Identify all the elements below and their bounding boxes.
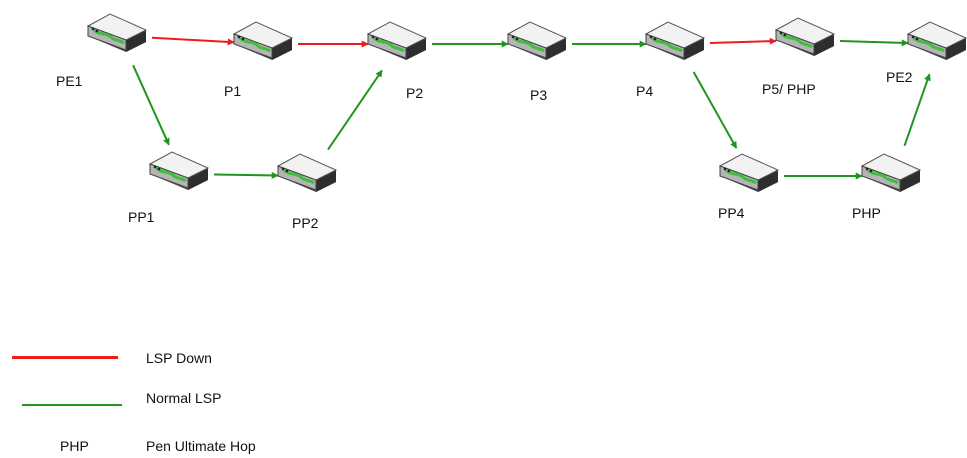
node-label: P3 (530, 87, 547, 103)
node-label: P2 (406, 85, 423, 101)
legend-lsp-down-line (12, 356, 118, 359)
link-p4-to-p5 (709, 37, 777, 45)
router-node-pp2: PP2 (276, 152, 338, 231)
router-node-pp1: PP1 (128, 150, 210, 225)
link-p4-to-pp4 (692, 71, 738, 149)
link-php-to-pe2 (903, 73, 931, 147)
router-icon (148, 150, 210, 192)
router-node-p2: P2 (366, 20, 428, 101)
router-node-p1: P1 (224, 20, 294, 99)
legend-normal-lsp-line (22, 404, 122, 406)
link-pp1-to-pp2 (213, 171, 279, 179)
node-label: PHP (852, 205, 881, 221)
link-pp2-to-p2 (327, 69, 383, 151)
router-icon (366, 20, 428, 62)
router-icon (774, 16, 836, 58)
router-node-p3: P3 (506, 20, 568, 103)
node-label: PP2 (292, 215, 319, 231)
link-pe1-to-p1 (151, 36, 235, 46)
legend-php-meaning: Pen Ultimate Hop (146, 438, 256, 454)
router-icon (906, 20, 967, 62)
router-icon (86, 12, 148, 54)
router-node-p4: P4 (636, 20, 706, 99)
node-label: P4 (636, 83, 653, 99)
router-icon (860, 152, 922, 194)
router-node-php: PHP (852, 152, 922, 221)
router-icon (644, 20, 706, 62)
node-label: PE1 (56, 73, 83, 89)
router-icon (718, 152, 780, 194)
legend-php-abbr: PHP (60, 438, 89, 454)
link-p5-to-pe2 (839, 39, 909, 47)
node-label: P1 (224, 83, 241, 99)
router-icon (506, 20, 568, 62)
node-label: P5/ PHP (762, 81, 816, 97)
router-node-pp4: PP4 (718, 152, 780, 221)
router-node-p5-php: P5/ PHP (762, 16, 836, 97)
router-node-pe1: PE1 (56, 12, 148, 89)
link-pe1-to-pp1 (132, 64, 170, 146)
legend-normal-lsp-label: Normal LSP (146, 390, 222, 406)
node-label: PE2 (886, 69, 913, 85)
links-layer (132, 36, 931, 180)
router-icon (276, 152, 338, 194)
node-label: PP4 (718, 205, 745, 221)
router-icon (232, 20, 294, 62)
legend-lsp-down-label: LSP Down (146, 350, 212, 366)
router-node-pe2: PE2 (886, 20, 967, 85)
node-label: PP1 (128, 209, 155, 225)
